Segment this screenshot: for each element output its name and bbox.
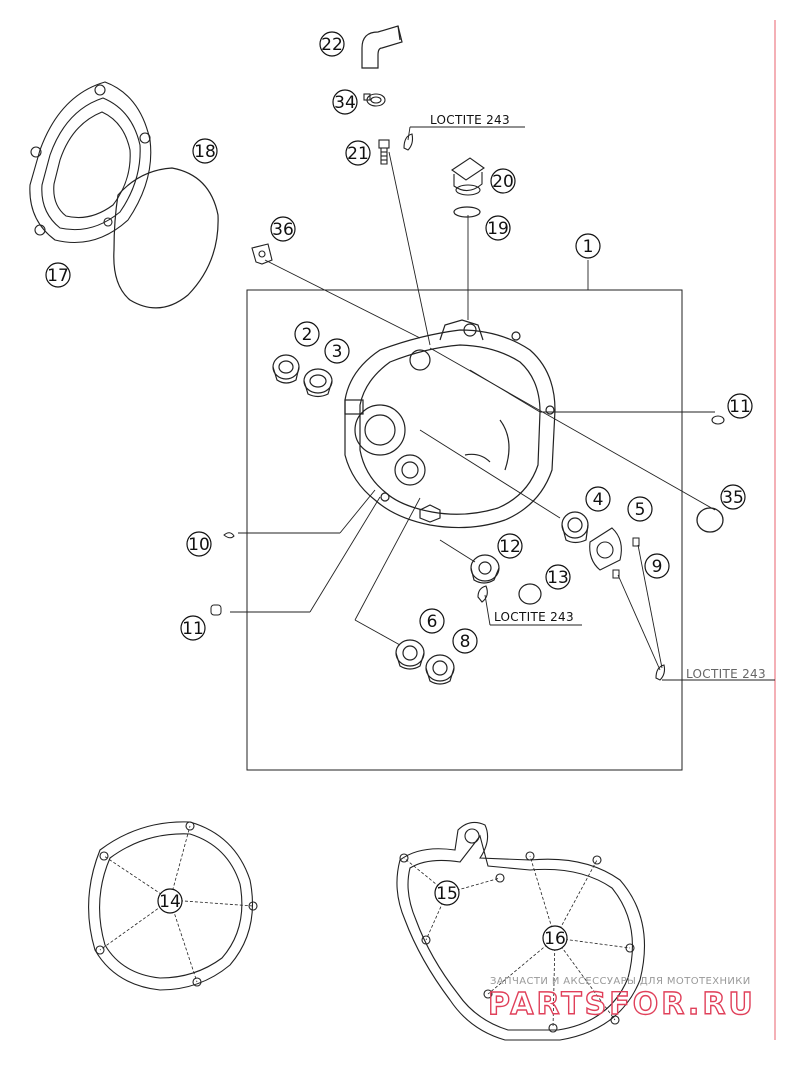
svg-text:2: 2 <box>302 325 313 345</box>
o-ring-13 <box>518 583 542 605</box>
callout-19: 19 <box>485 215 511 241</box>
svg-text:34: 34 <box>334 93 356 113</box>
callout-34: 34 <box>332 89 358 115</box>
svg-text:9: 9 <box>652 557 663 577</box>
svg-text:18: 18 <box>194 142 216 162</box>
bearing-part <box>561 511 589 544</box>
svg-text:19: 19 <box>487 219 509 239</box>
o-ring-35 <box>696 507 724 533</box>
callout-18: 18 <box>192 138 218 164</box>
callout-11-top: 11 <box>727 393 753 419</box>
svg-text:11: 11 <box>182 619 204 639</box>
dowel-pin-10 <box>223 532 235 539</box>
callout-1: 1 <box>575 233 601 259</box>
svg-text:11: 11 <box>729 397 751 417</box>
callout-20: 20 <box>490 168 516 194</box>
loctite-note-top: LOCTITE 243 <box>430 113 510 127</box>
svg-text:5: 5 <box>635 500 646 520</box>
svg-text:10: 10 <box>188 535 210 555</box>
callout-8: 8 <box>452 628 478 654</box>
callout-16: 16 <box>542 925 568 951</box>
cover-plate-gasket <box>589 527 622 571</box>
impeller-part <box>470 554 500 584</box>
loctite-drop-icon-3 <box>655 664 666 681</box>
callout-21: 21 <box>345 140 371 166</box>
outer-cover-gasket <box>113 167 219 309</box>
bracket-part <box>251 243 273 265</box>
svg-text:35: 35 <box>722 488 744 508</box>
loctite-note-right: LOCTITE 243 <box>686 667 766 681</box>
callout-13: 13 <box>545 564 571 590</box>
leader-lines <box>230 126 775 681</box>
gasket-14-leaders <box>99 825 254 983</box>
callout-5: 5 <box>627 496 653 522</box>
svg-text:21: 21 <box>347 144 369 164</box>
callout-14: 14 <box>157 888 183 914</box>
callout-4: 4 <box>585 486 611 512</box>
svg-text:36: 36 <box>272 220 294 240</box>
hose-part <box>361 25 403 69</box>
oil-filler-plug <box>451 157 485 196</box>
clamp-part <box>363 93 386 107</box>
svg-text:20: 20 <box>492 172 514 192</box>
callout-11-bottom: 11 <box>180 615 206 641</box>
svg-text:13: 13 <box>547 568 569 588</box>
callout-17: 17 <box>45 262 71 288</box>
shaft-seal-8 <box>425 654 455 685</box>
shaft-seal-3 <box>303 368 333 398</box>
watermark-brand: PARTSFOR.RU <box>488 987 756 1022</box>
callout-9: 9 <box>644 553 670 579</box>
o-ring-part <box>453 206 481 218</box>
svg-text:22: 22 <box>321 35 343 55</box>
shaft-seal-2 <box>272 354 300 384</box>
gasket-15-16-leaders <box>403 855 631 1029</box>
assembly-frame <box>246 289 683 771</box>
callout-10: 10 <box>186 531 212 557</box>
callout-6: 6 <box>419 608 445 634</box>
svg-text:3: 3 <box>332 342 343 362</box>
clutch-cover-housing <box>344 319 556 529</box>
dowel-pin-top <box>711 415 725 425</box>
svg-text:14: 14 <box>159 892 181 912</box>
small-bolts <box>612 537 640 579</box>
svg-text:17: 17 <box>47 266 69 286</box>
outer-clutch-cover <box>29 81 152 243</box>
callout-15: 15 <box>434 880 460 906</box>
svg-text:4: 4 <box>593 490 604 510</box>
callout-3: 3 <box>324 338 350 364</box>
callout-35: 35 <box>720 484 746 510</box>
clutch-cover-gasket-15 <box>396 821 646 1041</box>
outer-cover-gasket-14 <box>88 821 258 991</box>
loctite-note-middle: LOCTITE 243 <box>494 610 574 624</box>
callout-2: 2 <box>294 321 320 347</box>
loctite-drop-icon-2 <box>477 585 488 603</box>
callout-36: 36 <box>270 216 296 242</box>
watermark-tagline: ЗАПЧАСТИ И АКСЕССУАРЫ ДЛЯ МОТОТЕХНИКИ <box>490 976 751 987</box>
callout-12: 12 <box>497 533 523 559</box>
screw-part <box>378 139 390 165</box>
callout-22: 22 <box>319 31 345 57</box>
dowel-pin-bottom <box>210 604 222 616</box>
svg-text:15: 15 <box>436 884 458 904</box>
svg-text:8: 8 <box>460 632 471 652</box>
svg-text:1: 1 <box>583 237 594 257</box>
shaft-seal-6 <box>395 639 425 670</box>
svg-text:6: 6 <box>427 612 438 632</box>
svg-text:16: 16 <box>544 929 566 949</box>
loctite-drop-icon <box>403 133 414 151</box>
svg-text:12: 12 <box>499 537 521 557</box>
